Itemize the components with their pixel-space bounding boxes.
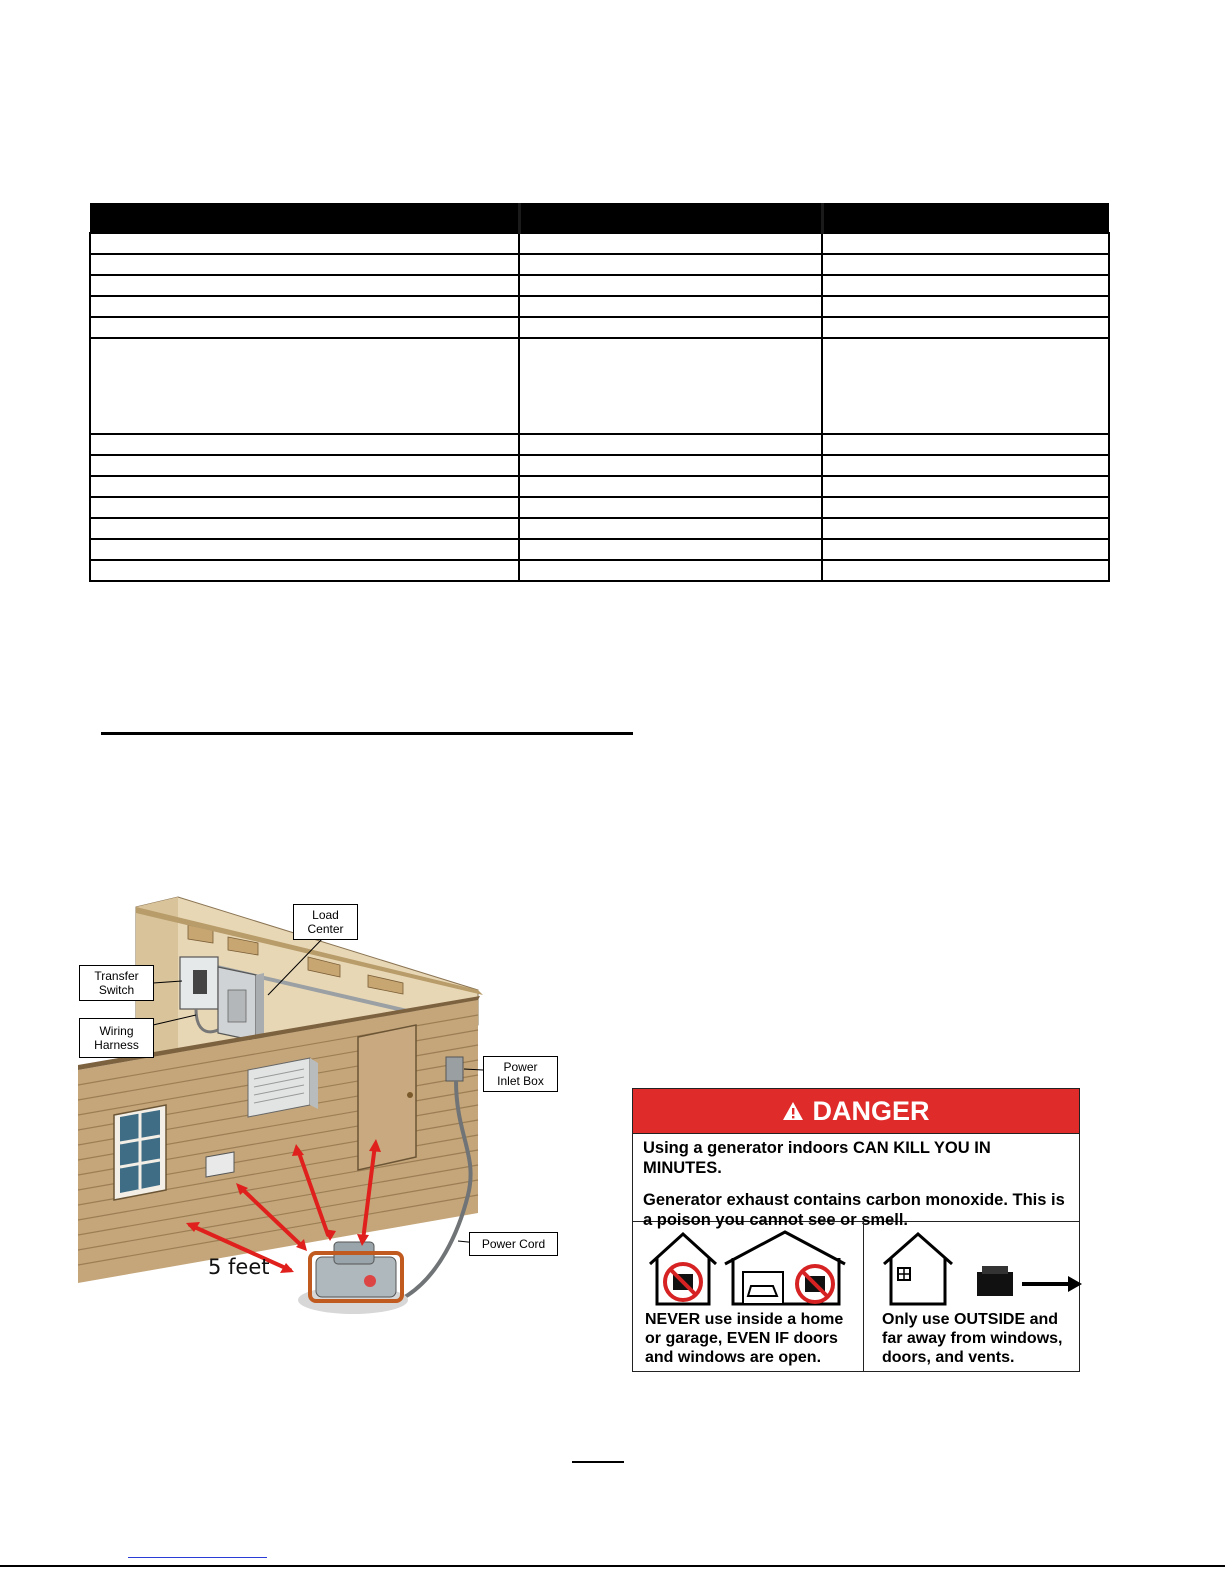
table-header-cell [517, 203, 822, 233]
table-cell [89, 274, 520, 297]
table-cell [821, 496, 1110, 519]
never-indoors-panel: NEVER use inside a home or garage, EVEN … [633, 1222, 863, 1371]
use-outside-text: Only use OUTSIDE and far away from windo… [882, 1311, 1063, 1366]
table-row [89, 316, 1110, 339]
table-cell [518, 316, 823, 339]
table-cell [89, 475, 520, 498]
table-cell [821, 454, 1110, 477]
table-cell [821, 433, 1110, 456]
no-indoor-generator-icon [648, 1230, 846, 1306]
table-row [89, 232, 1110, 255]
table-row [89, 496, 1110, 519]
table-cell [518, 337, 823, 435]
table-row [89, 253, 1110, 276]
use-outside-generator-icon [883, 1231, 1082, 1306]
danger-line-carbon-monoxide: Generator exhaust contains carbon monoxi… [643, 1191, 1065, 1229]
table-row [89, 337, 1110, 435]
table-row [89, 559, 1110, 582]
table-cell [821, 274, 1110, 297]
table-header-cell [90, 203, 519, 233]
danger-title: DANGER [812, 1095, 930, 1126]
table-row [89, 517, 1110, 540]
danger-line-kill: Using a generator indoors CAN KILL YOU I… [643, 1139, 991, 1177]
table-cell [89, 433, 520, 456]
callout-power-inlet-box: Power Inlet Box [483, 1056, 558, 1092]
table-cell [518, 295, 823, 318]
never-indoors-text: NEVER use inside a home or garage, EVEN … [645, 1311, 844, 1366]
table-row [89, 295, 1110, 318]
table-row [89, 274, 1110, 297]
table-cell [518, 475, 823, 498]
table-cell [89, 496, 520, 519]
callout-wiring-harness: Wiring Harness [79, 1018, 154, 1058]
table-cell [518, 559, 823, 582]
table-cell [89, 559, 520, 582]
callout-load-center: Load Center [293, 904, 358, 940]
table-cell [518, 274, 823, 297]
table-cell [821, 253, 1110, 276]
table-cell [821, 538, 1110, 561]
table-row [89, 454, 1110, 477]
page-number-underline [572, 1461, 624, 1463]
table-cell [89, 316, 520, 339]
table-cell [518, 253, 823, 276]
table-cell [89, 337, 520, 435]
table-cell [89, 454, 520, 477]
table-cell [821, 316, 1110, 339]
table-row [89, 433, 1110, 456]
table-header-cell [820, 203, 1109, 233]
table-row [89, 538, 1110, 561]
table-header-row [90, 203, 1109, 233]
danger-header: DANGER [633, 1089, 1079, 1134]
warning-triangle-icon [783, 1102, 804, 1120]
danger-safety-label: DANGER Using a generator indoors CAN KIL… [632, 1088, 1082, 1372]
generator-installation-illustration [78, 896, 484, 1314]
table-cell [821, 475, 1110, 498]
footer-link[interactable] [128, 1557, 267, 1558]
distance-label: 5 feet [208, 1255, 270, 1279]
table-cell [821, 232, 1110, 255]
use-outside-panel: Only use OUTSIDE and far away from windo… [863, 1222, 1100, 1371]
table-cell [518, 433, 823, 456]
danger-message: Using a generator indoors CAN KILL YOU I… [633, 1134, 1079, 1229]
table-cell [821, 517, 1110, 540]
table-row [89, 475, 1110, 498]
callout-power-cord: Power Cord [469, 1232, 558, 1256]
table-cell [821, 295, 1110, 318]
table-cell [518, 517, 823, 540]
specifications-table [89, 203, 1110, 582]
danger-pictograms: NEVER use inside a home or garage, EVEN … [633, 1222, 1082, 1371]
footer-divider [0, 1565, 1225, 1567]
section-heading-underline [101, 732, 633, 735]
callout-transfer-switch: Transfer Switch [79, 965, 154, 1001]
table-cell [821, 337, 1110, 435]
table-cell [518, 454, 823, 477]
table-cell [89, 517, 520, 540]
table-cell [89, 232, 520, 255]
table-cell [89, 253, 520, 276]
table-cell [518, 538, 823, 561]
table-cell [89, 538, 520, 561]
table-cell [89, 295, 520, 318]
table-cell [518, 496, 823, 519]
table-cell [821, 559, 1110, 582]
table-cell [518, 232, 823, 255]
